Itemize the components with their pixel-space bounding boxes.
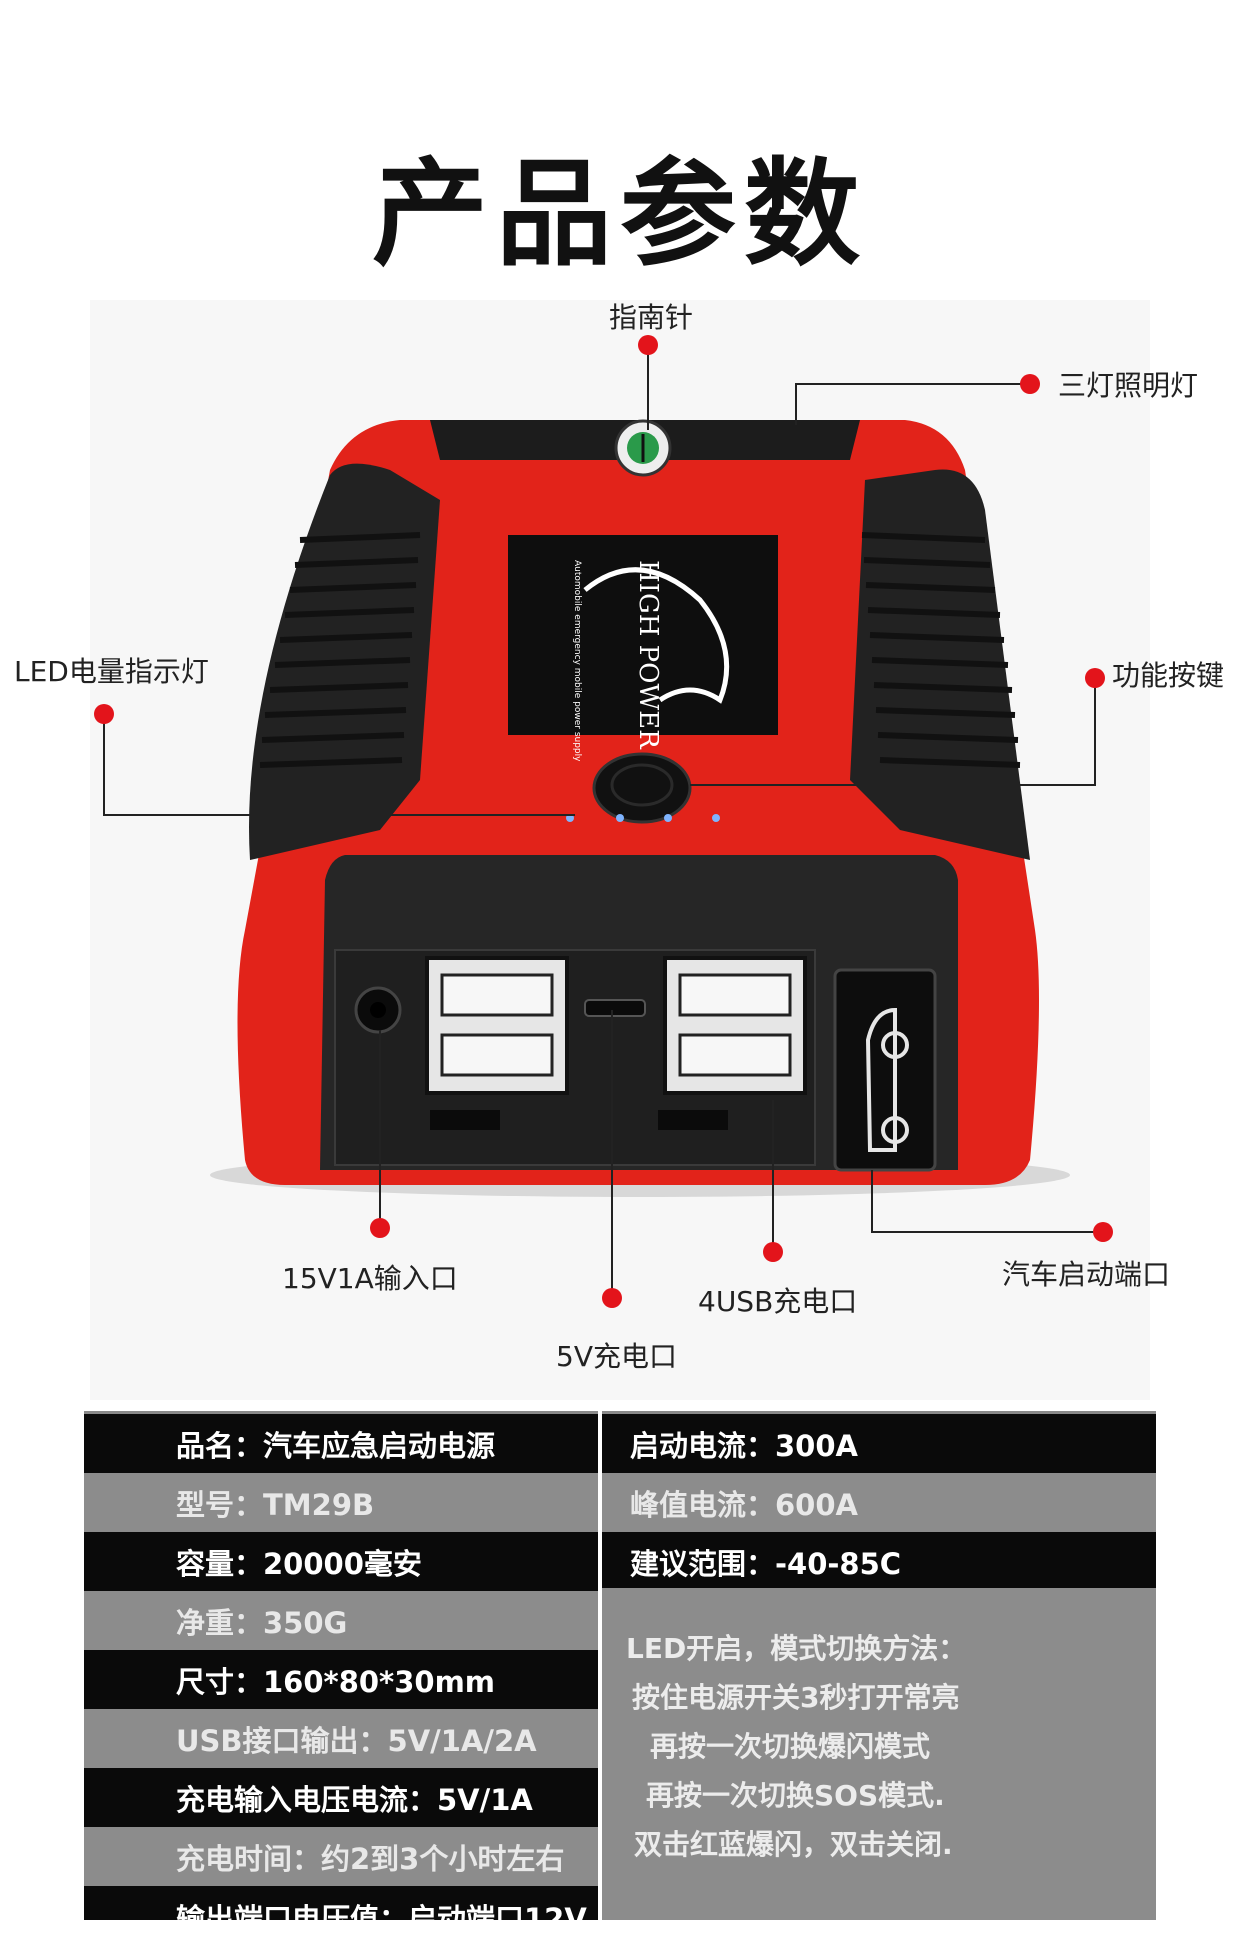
spec-row: 尺寸：160*80*30mm [84,1650,598,1709]
function-button-label: 功能按键 [1112,659,1225,692]
spec-row: 品名：汽车应急启动电源 [84,1414,598,1473]
product-illustration: HIGH POWER Automobile emergency mobile p… [94,335,1113,1308]
usb-ports-right [663,956,807,1095]
car-start-port [833,968,937,1172]
table-divider [598,1411,602,1920]
spec-row: 充电输入电压电流：5V/1A [84,1768,598,1827]
page-title: 产品参数 [372,147,868,282]
led-method-line: 再按一次切换SOS模式. [646,1779,945,1812]
brand-text: HIGH POWER [633,560,663,750]
spec-row: 输出端口电压值：启动端口12V [84,1886,598,1936]
spec-row: 建议范围：-40-85C [602,1532,1156,1591]
spec-row: USB接口输出：5V/1A/2A [84,1709,598,1768]
lights-label: 三灯照明灯 [1058,369,1199,402]
led-method-line: 再按一次切换爆闪模式 [650,1730,931,1763]
led-indicator-label: LED电量指示灯 [14,655,209,688]
compass-label: 指南针 [609,301,694,334]
spec-row: 充电时间：约2到3个小时左右 [84,1827,598,1886]
led-method-line: 按住电源开关3秒打开常亮 [632,1681,960,1714]
input-port-label: 15V1A输入口 [282,1262,458,1295]
usb-ports-left [425,956,569,1095]
brand-subtitle: Automobile emergency mobile power supply [572,560,582,762]
spec-row: 净重：350G [84,1591,598,1650]
power-button [592,752,692,824]
led-method-box: LED开启，模式切换方法： 按住电源开关3秒打开常亮 再按一次切换爆闪模式 再按… [602,1588,1156,1920]
led-method-line: 双击红蓝爆闪，双击关闭. [634,1828,953,1861]
charge-port-label: 5V充电口 [556,1340,677,1373]
usb-port-label: 4USB充电口 [698,1285,858,1318]
spec-row: 容量：20000毫安 [84,1532,598,1591]
spec-row: 启动电流：300A [602,1414,1156,1473]
spec-table: 品名：汽车应急启动电源 型号：TM29B 容量：20000毫安 净重：350G … [84,1411,1156,1936]
spec-row: 型号：TM29B [84,1473,598,1532]
car-icon [865,1007,897,1152]
car-start-port-label: 汽车启动端口 [1002,1258,1171,1291]
spec-row: 峰值电流：600A [602,1473,1156,1532]
micro-usb-port [584,999,646,1017]
led-method-line: LED开启，模式切换方法： [626,1632,967,1665]
